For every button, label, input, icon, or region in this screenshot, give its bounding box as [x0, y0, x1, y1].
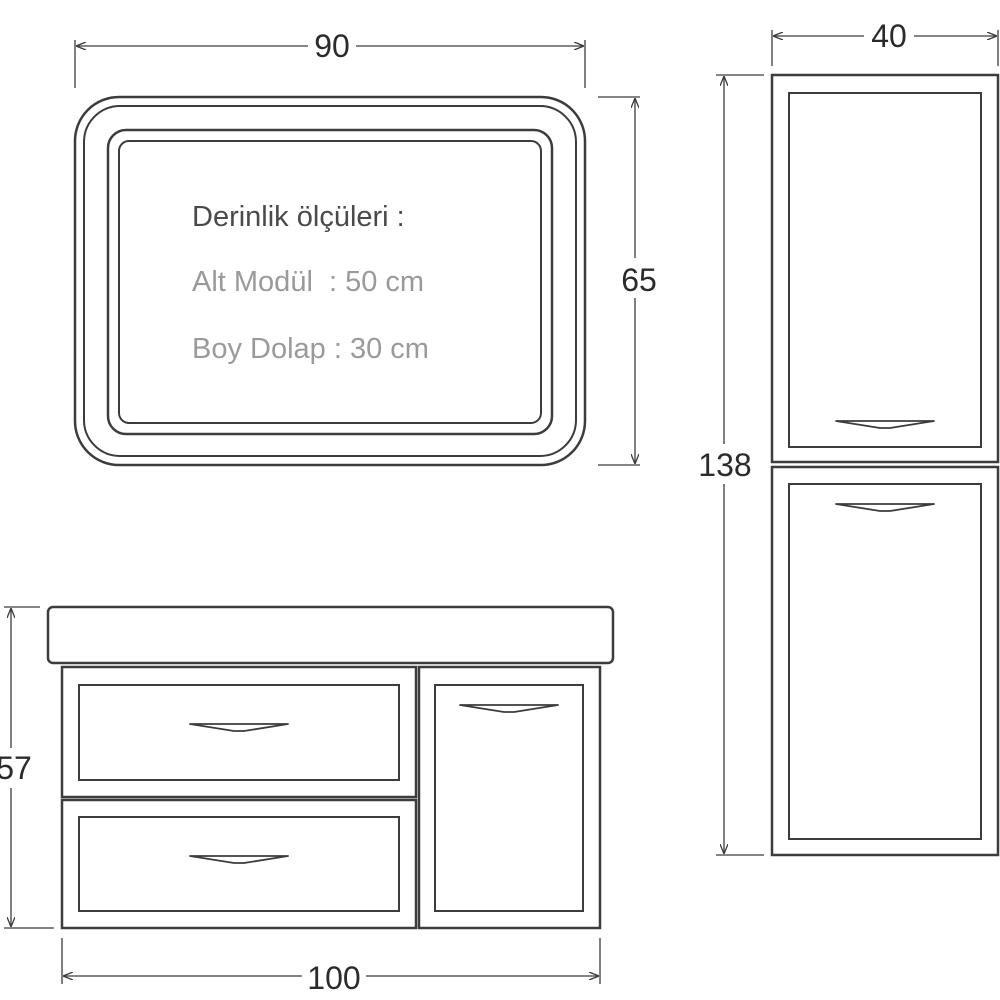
- countertop: [46, 605, 615, 665]
- base-unit-height-label: 57: [0, 750, 32, 786]
- mirror-outer-frame: [73, 95, 587, 467]
- upper-drawer-body: [60, 665, 418, 799]
- mirror: Derinlik ölçüleri : Alt Modül : 50 cm Bo…: [73, 95, 587, 467]
- tall-cabinet-lower-handle: [835, 503, 935, 512]
- lower-drawer-body: [60, 798, 418, 930]
- base-unit-width-label: 100: [307, 960, 360, 996]
- mirror-glass: [118, 140, 542, 424]
- tall-cabinet-lower-body: [770, 465, 1000, 857]
- tall-cabinet: [770, 73, 1000, 857]
- tall-cabinet-height-label: 138: [698, 447, 751, 483]
- lower-drawer-front: [78, 816, 400, 912]
- mirror-outer-frame-inner-edge: [83, 105, 577, 457]
- side-door-front: [434, 684, 584, 912]
- mirror-width-label: 90: [314, 28, 350, 64]
- base-unit-height-dimension: 57: [0, 606, 54, 929]
- base-unit-width-dimension: 100: [61, 938, 601, 998]
- mirror-height-dimension: 65: [598, 96, 662, 466]
- upper-drawer-handle: [189, 723, 289, 732]
- side-door-handle: [459, 704, 559, 713]
- tall-cabinet-upper-handle: [835, 420, 935, 429]
- tall-cabinet-width-dimension: 40: [771, 18, 999, 66]
- depth-note-tall-cabinet: Boy Dolap : 30 cm: [192, 333, 429, 365]
- tall-cabinet-width-label: 40: [871, 18, 907, 54]
- tall-cabinet-lower-door: [788, 483, 982, 840]
- upper-drawer-front: [78, 684, 400, 781]
- depth-note-lower-module: Alt Modül : 50 cm: [192, 266, 424, 298]
- tall-cabinet-upper-door: [788, 92, 982, 448]
- tall-cabinet-upper-body: [770, 73, 1000, 464]
- mirror-inner-frame: [106, 128, 554, 436]
- lower-drawer-handle: [189, 855, 289, 864]
- tall-cabinet-height-dimension: 138: [694, 74, 764, 856]
- depth-note-title: Derinlik ölçüleri :: [192, 201, 405, 233]
- mirror-height-label: 65: [621, 262, 657, 298]
- base-unit: [46, 605, 615, 930]
- mirror-width-dimension: 90: [74, 26, 586, 88]
- side-door-body: [417, 665, 602, 930]
